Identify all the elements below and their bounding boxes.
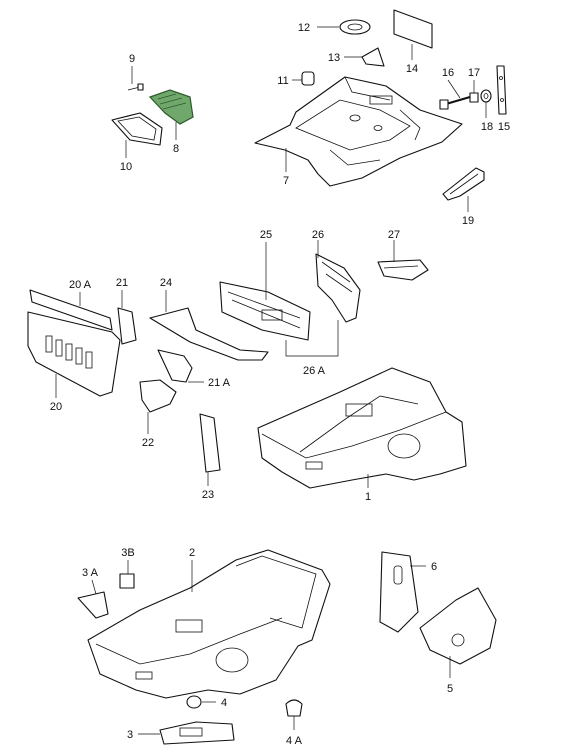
callout-20a[interactable]: 20 A xyxy=(69,279,92,291)
callout-26[interactable]: 26 xyxy=(312,229,324,241)
callout-11[interactable]: 11 xyxy=(277,75,288,87)
part-3-bracket[interactable] xyxy=(159,721,235,745)
callout-21a[interactable]: 21 A xyxy=(208,377,231,389)
part-4-plug[interactable] xyxy=(186,695,202,709)
part-15-bracket[interactable] xyxy=(496,65,507,115)
part-11-plug[interactable] xyxy=(301,71,315,86)
callout-17[interactable]: 17 xyxy=(468,67,480,79)
callout-7[interactable]: 7 xyxy=(283,175,289,187)
leader-line xyxy=(91,579,97,595)
part-5-panel[interactable] xyxy=(419,587,497,665)
callout-27[interactable]: 27 xyxy=(388,229,400,241)
callout-1[interactable]: 1 xyxy=(365,491,371,503)
part-9-screw[interactable] xyxy=(127,83,144,91)
part-21a-bracket[interactable] xyxy=(157,349,193,383)
part-13-wedge[interactable] xyxy=(361,47,385,67)
part-22-bracket[interactable] xyxy=(139,379,177,413)
callout-12[interactable]: 12 xyxy=(298,22,310,34)
callout-3a[interactable]: 3 A xyxy=(82,567,99,579)
callout-20[interactable]: 20 xyxy=(50,401,62,413)
part-25-panel[interactable] xyxy=(219,281,311,341)
part-20a-strip[interactable] xyxy=(29,289,113,331)
part-17-nut[interactable] xyxy=(469,92,479,103)
callout-14[interactable]: 14 xyxy=(406,63,418,75)
callout-3[interactable]: 3 xyxy=(127,729,133,741)
part-2-body-shell[interactable] xyxy=(87,549,331,699)
callout-2[interactable]: 2 xyxy=(189,547,195,559)
callout-4a[interactable]: 4 A xyxy=(286,735,303,747)
callout-5[interactable]: 5 xyxy=(447,683,453,695)
leader-line xyxy=(447,79,461,99)
part-19-rail[interactable] xyxy=(442,167,485,201)
callout-8[interactable]: 8 xyxy=(173,143,179,155)
callout-21[interactable]: 21 xyxy=(116,277,128,289)
part-16-bolt[interactable] xyxy=(439,96,471,110)
callout-19[interactable]: 19 xyxy=(462,215,474,227)
callout-23[interactable]: 23 xyxy=(202,489,214,501)
part-3a-bracket[interactable] xyxy=(77,591,109,619)
part-24-crossmember[interactable] xyxy=(149,307,269,361)
part-8-cover-selected[interactable] xyxy=(148,89,194,125)
part-26-bracket[interactable] xyxy=(315,253,361,323)
part-23-bracket[interactable] xyxy=(199,413,221,473)
part-4a-grommet[interactable] xyxy=(285,699,303,717)
part-14-plate[interactable] xyxy=(393,9,433,49)
callout-15[interactable]: 15 xyxy=(498,121,510,133)
callout-18[interactable]: 18 xyxy=(481,121,493,133)
part-1-front-body[interactable] xyxy=(257,367,467,489)
callout-25[interactable]: 25 xyxy=(260,229,272,241)
part-21-bracket[interactable] xyxy=(117,307,137,345)
callout-26a[interactable]: 26 A xyxy=(303,365,326,377)
callout-6[interactable]: 6 xyxy=(431,561,437,573)
part-18-washer[interactable] xyxy=(480,89,492,103)
callout-22[interactable]: 22 xyxy=(142,437,154,449)
callout-3b[interactable]: 3B xyxy=(121,547,134,559)
callout-24[interactable]: 24 xyxy=(160,277,172,289)
part-6-bracket[interactable] xyxy=(379,551,419,633)
callout-13[interactable]: 13 xyxy=(328,52,340,64)
part-27-bracket[interactable] xyxy=(377,259,429,281)
callout-16[interactable]: 16 xyxy=(442,67,454,79)
part-20-rear-panel[interactable] xyxy=(27,311,121,397)
part-10-gasket[interactable] xyxy=(111,112,163,146)
part-3b-clip[interactable] xyxy=(119,573,135,589)
callout-4[interactable]: 4 xyxy=(221,697,227,709)
part-12-grommet-ring[interactable] xyxy=(339,19,371,35)
part-7-floor-pan[interactable] xyxy=(254,76,463,187)
callout-10[interactable]: 10 xyxy=(120,161,132,173)
leader-bracket-26a xyxy=(285,320,339,357)
callout-9[interactable]: 9 xyxy=(129,53,135,65)
